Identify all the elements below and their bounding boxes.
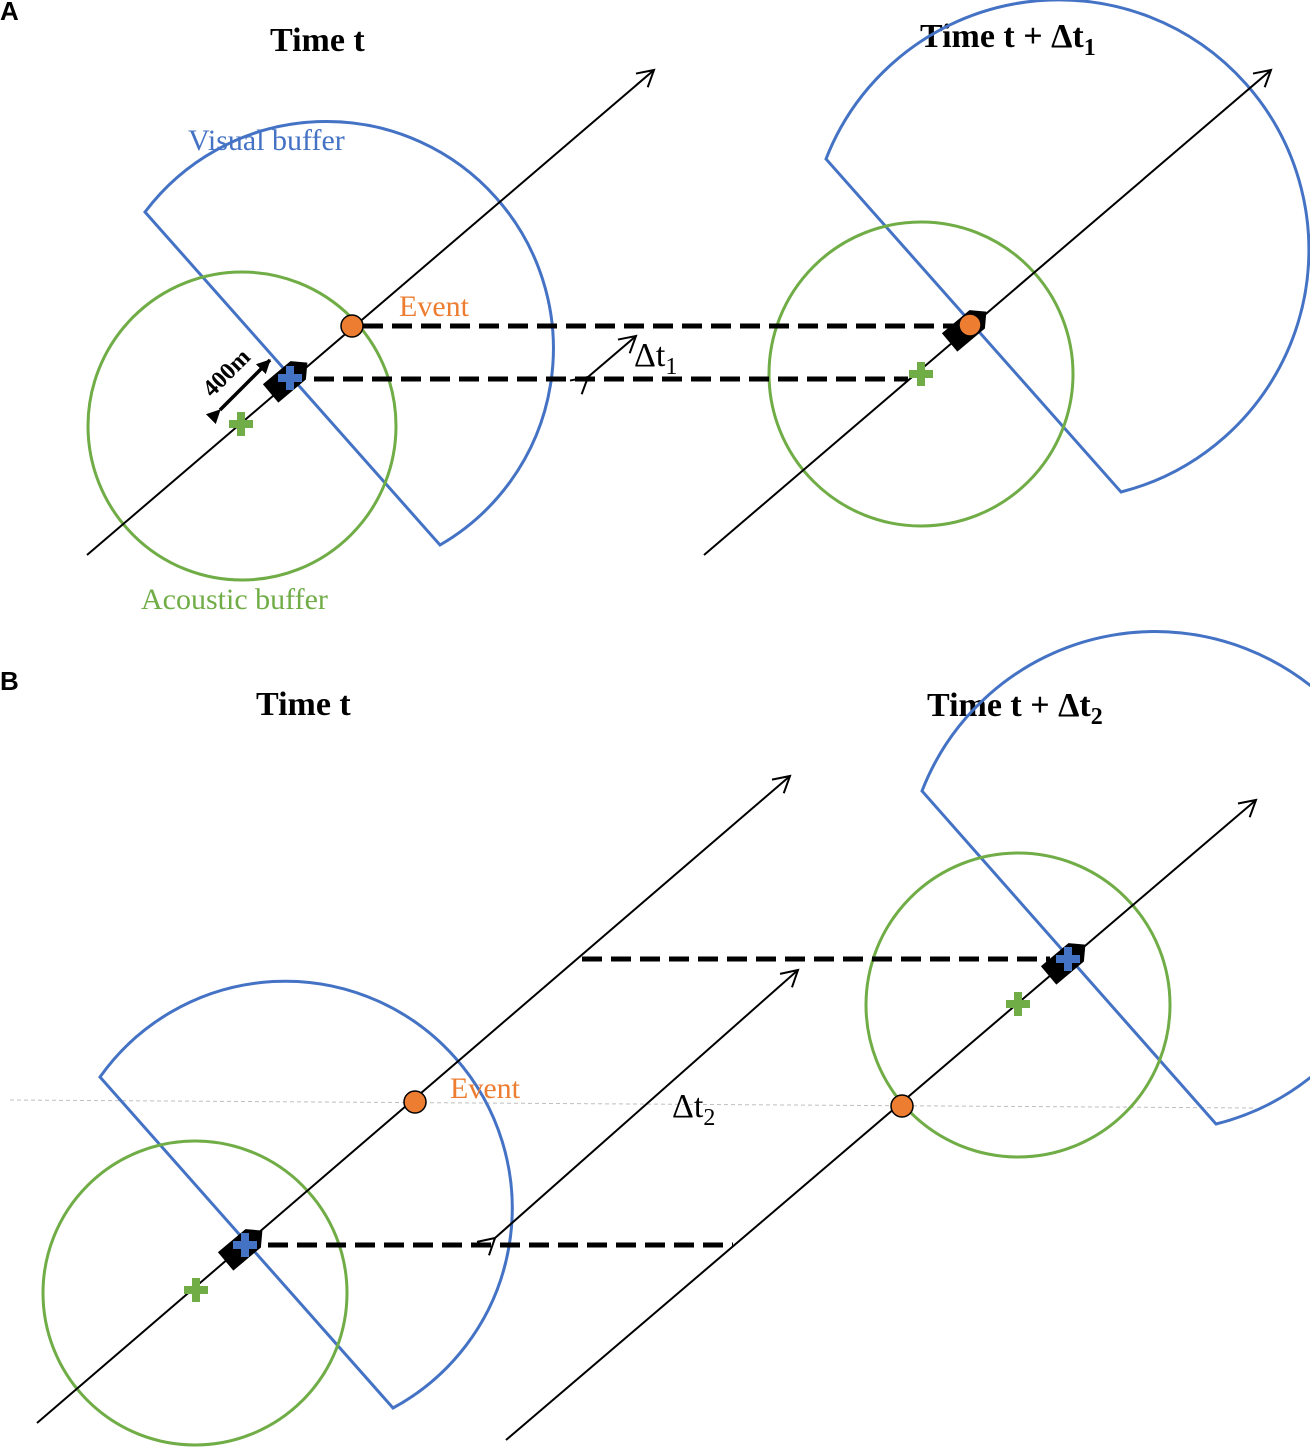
visual-buffer-label: Visual buffer [188, 124, 345, 157]
event-circle-icon [958, 313, 982, 337]
acoustic-plus-icon [1006, 992, 1030, 1016]
event-label: Event [450, 1072, 521, 1105]
acoustic-buffer-circle [767, 220, 1075, 528]
panel-a: A Time t Time t + Δt1 400m [0, 0, 1310, 616]
panel-b-letter: B [0, 666, 19, 696]
event-label: Event [399, 290, 470, 323]
acoustic-buffer-label: Acoustic buffer [141, 583, 328, 616]
delta-t-arrow [569, 334, 638, 395]
boat-icon [217, 1229, 263, 1271]
panel-b-time-right-title: Time t + Δt2 [927, 687, 1103, 730]
track-line-arrow [86, 68, 656, 556]
event-circle-icon [340, 314, 364, 338]
acoustic-buffer-circle [86, 270, 398, 582]
plus-icon [1056, 947, 1080, 971]
acoustic-plus-icon [184, 1278, 208, 1302]
panel-a-time-right-title: Time t + Δt1 [920, 18, 1096, 61]
event-circle-icon [890, 1094, 914, 1118]
acoustic-plus-icon [909, 362, 933, 386]
boat-icon [1040, 943, 1086, 985]
delta-t-arrow [476, 968, 800, 1256]
panel-b-time-left-title: Time t [256, 686, 351, 723]
acoustic-buffer-circle [41, 1139, 349, 1447]
plus-icon [278, 366, 302, 390]
distance-arrow [205, 358, 272, 425]
event-horizon-guide-line [9, 1099, 1257, 1109]
track-line-arrow [505, 798, 1258, 1441]
panel-a-time-left-title: Time t [270, 22, 365, 59]
panel-b: B Time t Time t + Δt2 [0, 630, 1310, 1447]
distance-label: 400m [198, 344, 256, 402]
visual-buffer-shape [824, 0, 1310, 494]
panel-a-letter: A [0, 0, 19, 26]
panel-b-right-scene [505, 630, 1310, 1441]
delta-t-label: Δt1 [634, 337, 677, 380]
track-line-arrow [703, 68, 1273, 556]
visual-buffer-shape [920, 630, 1310, 1126]
delta-t-label: Δt2 [672, 1088, 715, 1131]
visual-buffer-shape [98, 979, 514, 1410]
acoustic-buffer-circle [864, 851, 1172, 1159]
panel-b-left-scene [36, 774, 792, 1447]
event-circle-icon [403, 1090, 427, 1114]
plus-icon [233, 1233, 257, 1257]
panel-a-right-scene [703, 0, 1310, 556]
